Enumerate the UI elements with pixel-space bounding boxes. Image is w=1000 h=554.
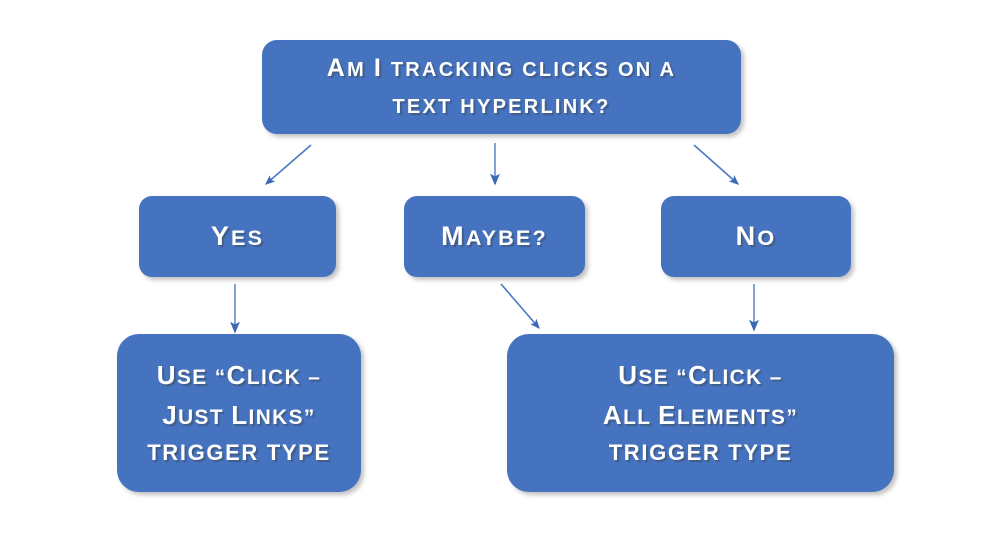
outcome-all-elements-line-2: All Elements” (602, 399, 799, 430)
node-outcome-all-elements[interactable]: Use “Click – All Elements” trigger type (507, 334, 894, 492)
question-line-1: Am I tracking clicks on a (326, 54, 677, 82)
question-line-2: text hyperlink? (392, 95, 611, 118)
arrow-maybe-to-all-elements (500, 283, 540, 329)
outcome-just-links-line-1: Use “Click – (156, 359, 322, 390)
node-question[interactable]: Am I tracking clicks on a text hyperlink… (262, 40, 741, 134)
option-maybe-label: Maybe? (441, 220, 548, 251)
arrow-question-to-no (693, 144, 739, 185)
arrow-question-to-yes (265, 144, 312, 185)
outcome-just-links-line-3: trigger type (147, 440, 331, 466)
outcome-just-links-line-2: Just Links” (162, 399, 316, 430)
node-option-maybe[interactable]: Maybe? (404, 196, 585, 277)
node-option-yes[interactable]: Yes (139, 196, 336, 277)
node-option-no[interactable]: No (661, 196, 851, 277)
node-outcome-just-links[interactable]: Use “Click – Just Links” trigger type (117, 334, 361, 492)
outcome-all-elements-line-3: trigger type (608, 440, 793, 466)
option-no-label: No (735, 220, 777, 251)
outcome-all-elements-line-1: Use “Click – (618, 359, 783, 390)
option-yes-label: Yes (210, 220, 265, 251)
